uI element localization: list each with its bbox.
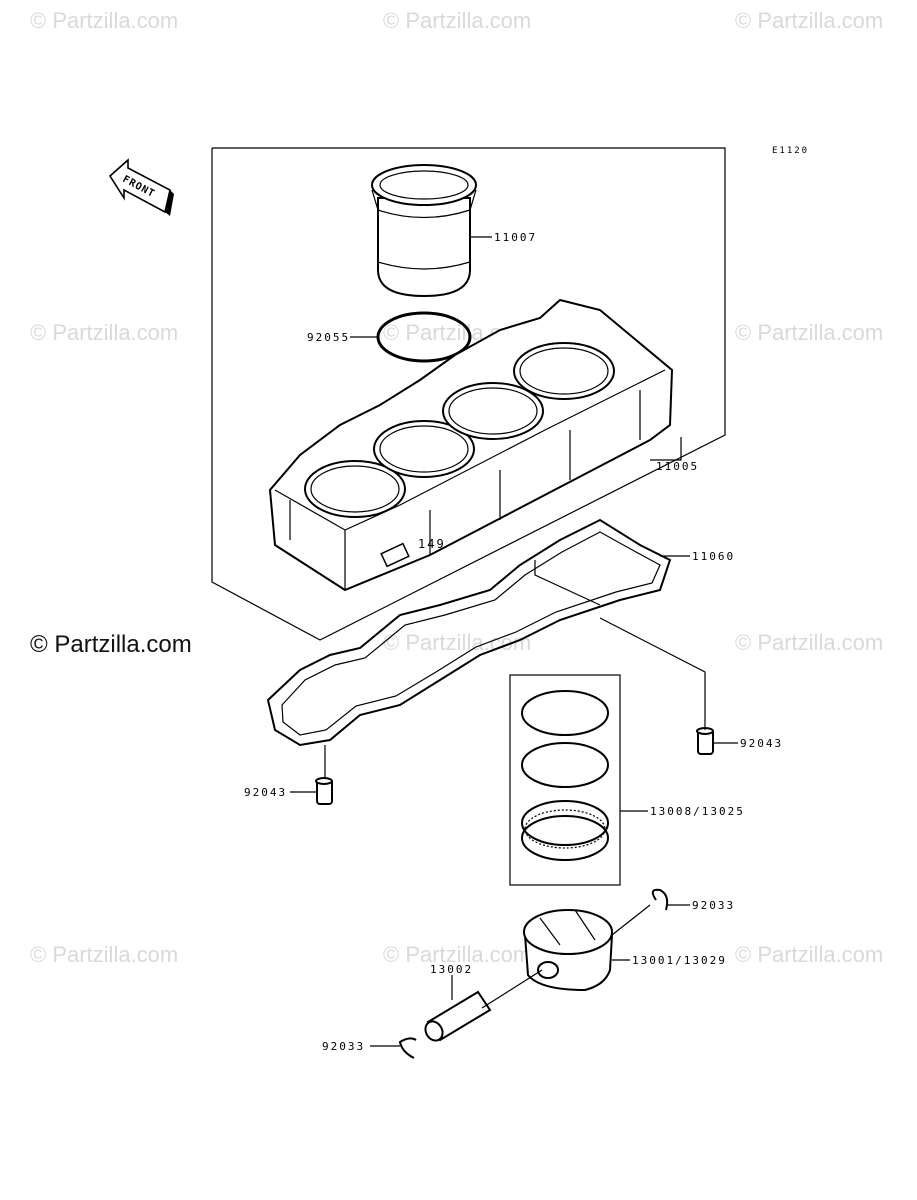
watermark: © Partzilla.com bbox=[383, 942, 531, 967]
part-number-13008-13025[interactable]: 13008/13025 bbox=[650, 805, 745, 818]
part-number-11005[interactable]: 11005 bbox=[656, 460, 699, 473]
part-labels: 11007 92055 11005 11060 92043 92043 1300… bbox=[244, 231, 783, 1053]
cylinder-gasket bbox=[266, 518, 672, 747]
watermark: © Partzilla.com bbox=[30, 320, 178, 345]
part-number-92055[interactable]: 92055 bbox=[307, 331, 350, 344]
dowel-pin bbox=[696, 727, 714, 755]
part-number-92033[interactable]: 92033 bbox=[692, 899, 735, 912]
part-number-11007[interactable]: 11007 bbox=[494, 231, 537, 244]
part-number-92033[interactable]: 92033 bbox=[322, 1040, 365, 1053]
assembly-outline bbox=[211, 147, 726, 641]
piston-pin bbox=[424, 990, 492, 1042]
part-number-13002[interactable]: 13002 bbox=[430, 963, 473, 976]
piston-rings bbox=[521, 690, 609, 861]
part-number-92043[interactable]: 92043 bbox=[244, 786, 287, 799]
circlip bbox=[651, 888, 669, 911]
cylinder-block: 149 bbox=[268, 298, 674, 592]
leader-lines bbox=[290, 236, 738, 1047]
part-number-13001-13029[interactable]: 13001/13029 bbox=[632, 954, 727, 967]
cylinder-sleeve bbox=[371, 164, 477, 298]
watermark: © Partzilla.com bbox=[30, 942, 178, 967]
watermarks: © Partzilla.com © Partzilla.com © Partzi… bbox=[30, 8, 883, 967]
watermark: © Partzilla.com bbox=[735, 630, 883, 655]
circlip bbox=[398, 1037, 417, 1059]
svg-text:149: 149 bbox=[418, 537, 446, 551]
part-number-92043[interactable]: 92043 bbox=[740, 737, 783, 750]
piston-ring-box bbox=[509, 674, 621, 886]
watermark: © Partzilla.com bbox=[383, 630, 531, 655]
watermark: © Partzilla.com bbox=[383, 8, 531, 33]
dowel-pin bbox=[315, 777, 333, 805]
part-number-11060[interactable]: 11060 bbox=[692, 550, 735, 563]
watermark: © Partzilla.com bbox=[735, 8, 883, 33]
piston bbox=[523, 909, 614, 992]
watermark: © Partzilla.com bbox=[735, 320, 883, 345]
partzilla-credit: © Partzilla.com bbox=[30, 631, 192, 658]
watermark: © Partzilla.com bbox=[30, 8, 178, 33]
watermark: © Partzilla.com bbox=[735, 942, 883, 967]
front-arrow-icon: FRONT bbox=[108, 158, 174, 216]
diagram-code: E1120 bbox=[772, 146, 809, 156]
